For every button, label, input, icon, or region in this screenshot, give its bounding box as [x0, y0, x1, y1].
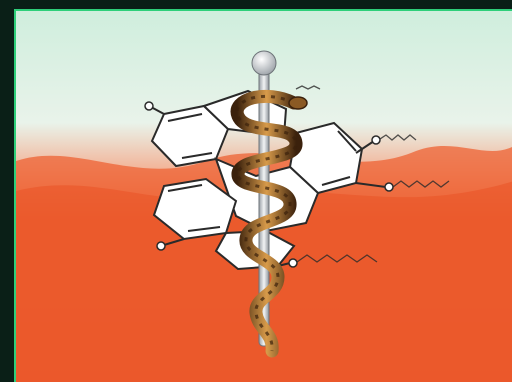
alkyl-chain-icon [295, 85, 450, 263]
artwork [14, 9, 512, 382]
rod-of-asclepius-icon [230, 50, 308, 358]
oxygen-atoms [144, 101, 394, 268]
illustration [16, 11, 512, 382]
